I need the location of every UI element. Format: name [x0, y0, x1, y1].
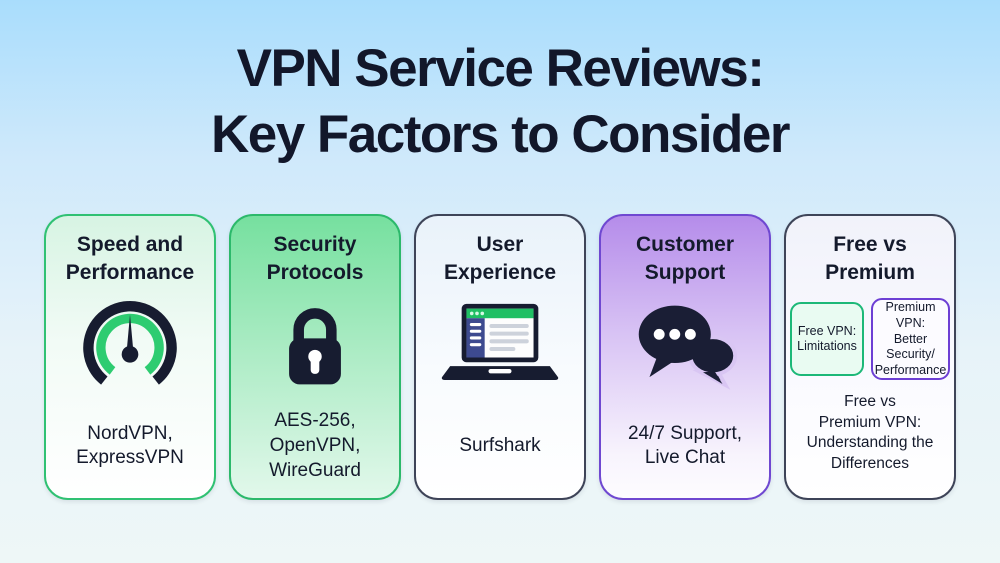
page-title: VPN Service Reviews: Key Factors to Cons… — [210, 39, 791, 164]
card-free-vs-premium: Free vs Premium Free VPN: Limitations Pr… — [784, 214, 956, 500]
card-title-security-protocols: Security Protocols — [266, 233, 364, 284]
card-detail-free-vs-premium: Free vs Premium VPN: Understanding the D… — [806, 393, 934, 472]
card-title-free-vs-premium: Free vs Premium — [825, 233, 915, 284]
card-detail-customer-support: 24/7 Support, Live Chat — [627, 422, 743, 469]
speedometer-icon — [78, 288, 182, 404]
card-title-user-experience: User Experience — [443, 233, 557, 284]
card-user-experience: User Experience — [414, 214, 586, 500]
free-vpn-box: Free VPN: Limitations — [790, 302, 864, 377]
premium-vpn-box: Premium VPN: Better Security/ Performanc… — [871, 298, 950, 381]
padlock-icon — [267, 288, 363, 404]
card-title-customer-support: Customer Support — [635, 233, 735, 284]
card-security-protocols: Security Protocols AES-256, OpenVPN, Wir… — [229, 214, 401, 500]
comparison-boxes: Free VPN: Limitations Premium VPN: Bette… — [790, 296, 950, 382]
chat-bubbles-icon — [629, 288, 741, 404]
laptop-icon — [437, 288, 563, 404]
card-speed-and-performance: Speed and Performance NordVPN, ExpressVP… — [44, 214, 216, 500]
cards-row: Speed and Performance NordVPN, ExpressVP… — [0, 214, 1000, 500]
card-detail-security-protocols: AES-256, OpenVPN, WireGuard — [269, 410, 361, 481]
card-detail-speed-and-performance: NordVPN, ExpressVPN — [76, 422, 184, 469]
card-detail-user-experience: Surfshark — [459, 434, 541, 456]
card-customer-support: Customer Support 24/7 Support, Live Chat — [599, 214, 771, 500]
card-title-speed-and-performance: Speed and Performance — [65, 233, 195, 284]
